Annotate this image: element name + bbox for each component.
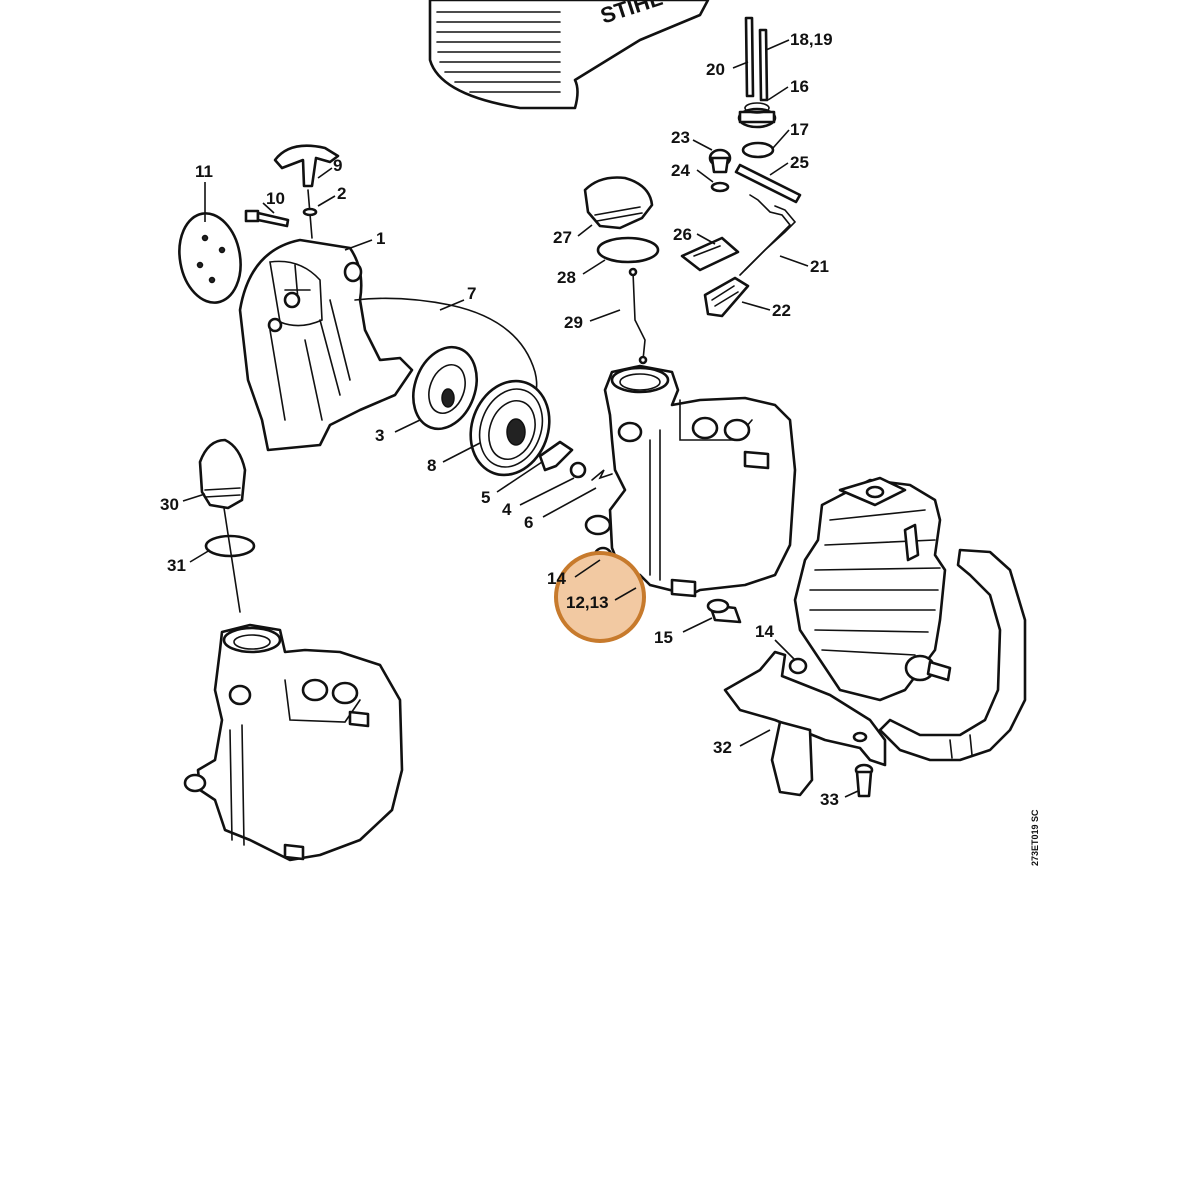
- fuel-tank: [584, 364, 797, 598]
- leader-lines: [182, 39, 859, 798]
- label-15: 15: [654, 628, 673, 647]
- label-8: 8: [427, 456, 436, 475]
- vent-tubes: [744, 16, 769, 102]
- engine: [793, 476, 952, 702]
- label-24: 24: [671, 161, 690, 180]
- guard-plate: [723, 650, 887, 797]
- pawl: [538, 440, 574, 472]
- label-32: 32: [713, 738, 732, 757]
- label-4: 4: [502, 500, 512, 519]
- valve-23: [708, 148, 732, 174]
- label-18-19: 18,19: [790, 30, 833, 49]
- sleeve-15: [706, 598, 742, 624]
- o-ring-17: [741, 141, 775, 159]
- filler-cap: [583, 176, 654, 230]
- starter-grip: [273, 144, 340, 239]
- screw-10: [244, 209, 290, 228]
- label-2: 2: [337, 184, 346, 203]
- label-22: 22: [772, 301, 791, 320]
- label-20: 20: [706, 60, 725, 79]
- label-33: 33: [820, 790, 839, 809]
- decal-26: [680, 236, 740, 272]
- retainer-31: [223, 507, 241, 613]
- rope-rotor: [469, 379, 551, 477]
- label-27: 27: [553, 228, 572, 247]
- filler-cap-30: [198, 438, 247, 510]
- label-12-13: 12,13: [566, 593, 609, 612]
- cover-plate: [178, 212, 242, 304]
- label-31: 31: [167, 556, 186, 575]
- fuel-tank-view-2: [183, 623, 404, 862]
- label-14-engine: 14: [755, 622, 774, 641]
- label-9: 9: [333, 156, 342, 175]
- starter-rope: [354, 297, 538, 403]
- label-6: 6: [524, 513, 533, 532]
- label-11: 11: [195, 162, 213, 181]
- label-28: 28: [557, 268, 576, 287]
- drawing-code: 273ET019 SC: [1030, 809, 1040, 866]
- hose-25: [734, 163, 802, 204]
- label-29: 29: [564, 313, 583, 332]
- engine-shroud: STIHL: [428, 0, 710, 110]
- label-5: 5: [481, 488, 490, 507]
- label-7: 7: [467, 284, 476, 303]
- fuel-pickup: [703, 194, 797, 318]
- tank-vent: [737, 102, 777, 129]
- label-17: 17: [790, 120, 809, 139]
- retainer-29: [628, 267, 648, 365]
- rewind-spring: [412, 345, 478, 431]
- washer-4: [569, 461, 587, 479]
- label-16: 16: [790, 77, 809, 96]
- label-3: 3: [375, 426, 384, 445]
- o-ring-24: [710, 181, 730, 193]
- label-25: 25: [790, 153, 809, 172]
- spring-clip-6: [591, 469, 613, 481]
- label-1: 1: [376, 229, 385, 248]
- callout-labels: 1 2 3 4 5 6 7 8 9 10 11 14 12,13 14 15 1…: [160, 30, 1040, 866]
- label-30: 30: [160, 495, 179, 514]
- fan-housing: [878, 548, 1027, 762]
- label-21: 21: [810, 257, 829, 276]
- label-26: 26: [673, 225, 692, 244]
- starter-housing: [238, 238, 414, 452]
- screw-33: [854, 763, 874, 798]
- label-10: 10: [266, 189, 285, 208]
- seal-ring-28: [596, 236, 660, 264]
- label-14-tank: 14: [547, 569, 566, 588]
- label-23: 23: [671, 128, 690, 147]
- washer-14-b: [788, 657, 808, 675]
